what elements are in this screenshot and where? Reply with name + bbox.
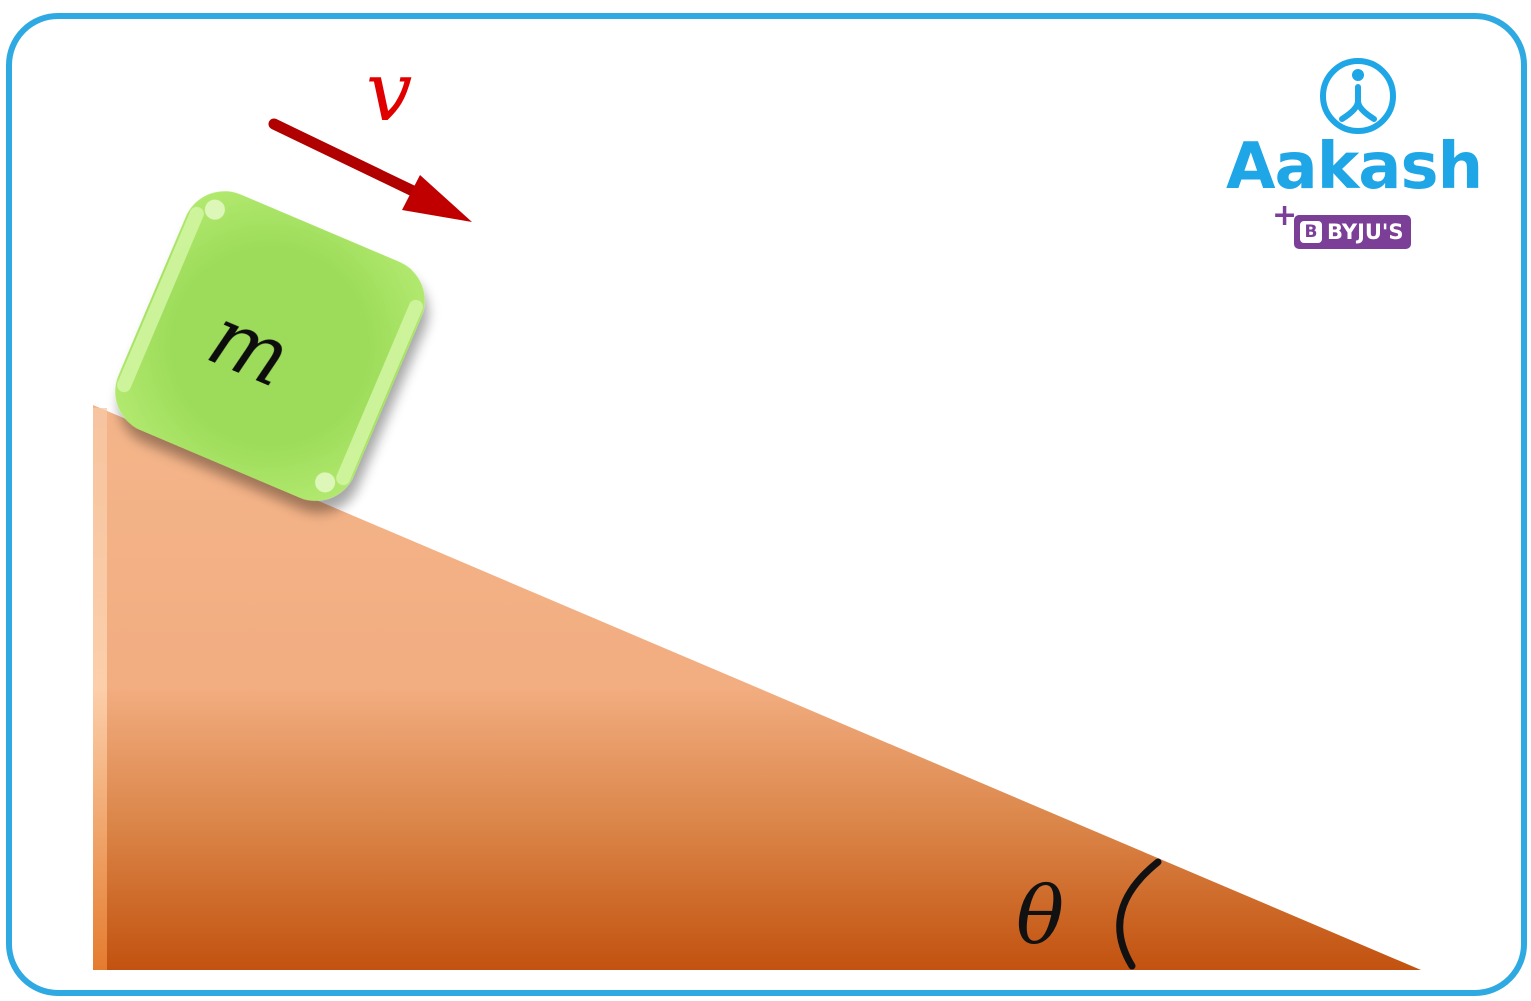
brand-logo: Aakash + B BYJU'S — [1222, 55, 1494, 255]
byjus-wordmark: BYJU'S — [1327, 220, 1404, 244]
block: m — [115, 191, 425, 501]
logo-wordmark: Aakash — [1226, 130, 1483, 204]
byjus-badge: B BYJU'S — [1294, 215, 1412, 249]
angle-label: θ — [1016, 869, 1064, 962]
incline-left-edge — [93, 408, 107, 970]
aakash-person-icon — [1320, 58, 1396, 134]
incline-wedge — [93, 405, 1421, 970]
byjus-mark-icon: B — [1300, 221, 1322, 243]
angle-arc — [1116, 858, 1162, 970]
velocity-arrow-icon — [268, 118, 472, 222]
velocity-label: v — [366, 45, 412, 140]
logo-plus: + — [1272, 198, 1298, 233]
